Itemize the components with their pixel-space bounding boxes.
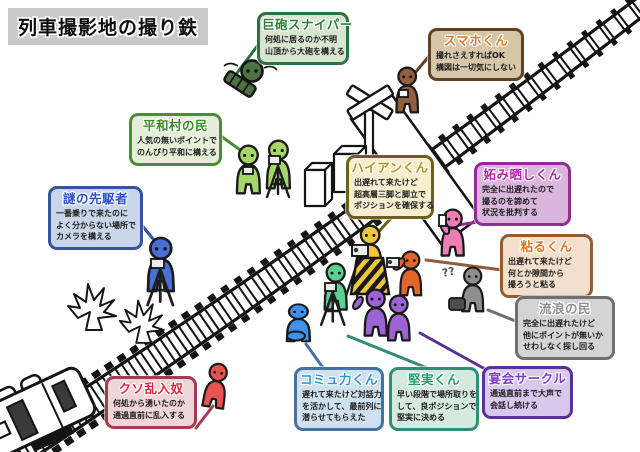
box-desc: 人気の無いポイントで のんびり平和に構える	[137, 136, 217, 157]
figure-peace-villagers	[235, 139, 292, 199]
box-header: 堅実くん	[407, 372, 460, 387]
label-box-peace-villagers: 平和村の民 人気の無いポイントで のんびり平和に構える	[129, 113, 222, 167]
box-header: 巨砲スナイパー	[262, 17, 353, 32]
figure-mystery-pioneer	[146, 236, 175, 307]
label-box-smartphone-kun: スマホくん 撮れさえすればOK 構図は一切気にしない	[428, 28, 524, 82]
box-desc: 完全に出遅れたので 撮るのを諦めて 状況を批判する	[482, 185, 554, 218]
box-header: ハイアンくん	[351, 160, 429, 175]
nomad-question-marks: ??	[441, 265, 456, 280]
box-header: 謎の先駆者	[62, 191, 128, 206]
figure-envy-critic	[438, 208, 465, 257]
figure-hian-kun-ladder	[344, 224, 391, 299]
figure-intruder	[201, 361, 232, 410]
box-desc: 通過直前まで大声で 会話し続ける	[490, 389, 562, 410]
label-box-communication-kun: コミュ力くん 遅れて来たけど対話力 を活かして、最前列に 潜らせてもらえた	[294, 367, 384, 432]
label-box-wandering-nomad: 流浪の民 完全に出遅れたけど 他にポイントが無いか せわしなく探し回る	[515, 296, 615, 361]
connector-heiwa	[216, 132, 245, 154]
box-header: 粘るくん	[520, 239, 573, 254]
box-header: 宴会サークル	[488, 371, 567, 386]
box-desc: 早い段階で場所取りを して、良ポジションで 堅実に決める	[397, 390, 477, 423]
figure-party-circle	[352, 288, 411, 342]
bushes	[67, 283, 165, 344]
connector-netami	[456, 220, 480, 227]
figure-steady-kun	[319, 262, 348, 326]
box-header: 平和村の民	[142, 118, 208, 133]
page-title: 列車撮影地の撮り鉄	[8, 8, 209, 45]
figure-persistent-kun	[386, 250, 423, 297]
label-box-envy-critic: 妬み晒しくん 完全に出遅れたので 撮るのを諦めて 状況を批判する	[474, 162, 571, 227]
connector-kenjitsu	[346, 334, 434, 372]
box-header: 流浪の民	[538, 301, 591, 316]
label-box-steady-kun: 堅実くん 早い段階で場所取りを して、良ポジションで 堅実に決める	[389, 367, 479, 432]
connector-nebaru	[424, 258, 504, 272]
box-desc: 出遅れて来たけど 超高層三脚と脚立で ポジションを確保する	[354, 178, 434, 211]
label-box-persistent-kun: 粘るくん 出遅れて来たけど 何とか隙間から 撮ろうと粘る	[500, 234, 593, 299]
box-desc: 遅れて来たけど対話力 を活かして、最前列に 潜らせてもらえた	[302, 390, 382, 423]
label-box-cannon-sniper: 巨砲スナイパー 何処に居るのか不明 山頂から大砲を構える	[257, 12, 353, 66]
box-header: 妬み晒しくん	[483, 167, 562, 182]
box-header: コミュ力くん	[299, 372, 378, 387]
connector-kyoho	[235, 43, 260, 75]
figure-smartphone-kun	[395, 66, 420, 114]
box-desc: 出遅れて来たけど 何とか隙間から 撮ろうと粘る	[508, 257, 572, 290]
figure-communication-kun	[285, 303, 312, 343]
label-box-party-circle: 宴会サークル 通過直前まで大声で 会話し続ける	[482, 366, 573, 420]
box-header: スマホくん	[443, 33, 509, 48]
figure-wandering-nomad: ??	[441, 265, 485, 313]
connector-enkai	[418, 331, 487, 371]
box-desc: 何処に居るのか不明 山頂から大砲を構える	[265, 35, 345, 56]
label-box-intruder: クソ乱入奴 何処から湧いたのか 通過直前に乱入する	[105, 376, 197, 430]
connector-kuso	[194, 404, 215, 430]
box-desc: 何処から湧いたのか 通過直前に乱入する	[113, 399, 185, 420]
label-box-mystery-pioneer: 謎の先駆者 一番乗りで来たのに よく分からない場所で カメラを構える	[48, 186, 143, 251]
label-box-hian-kun: ハイアンくん 出遅れて来たけど 超高層三脚と脚立で ポジションを確保する	[346, 155, 434, 220]
box-desc: 撮れさえすればOK 構図は一切気にしない	[436, 51, 516, 72]
box-desc: 完全に出遅れたけど 他にポイントが無いか せわしなく探し回る	[523, 319, 603, 352]
connector-sumaho	[412, 53, 432, 76]
connector-rurou	[486, 308, 520, 324]
box-desc: 一番乗りで来たのに よく分からない場所で カメラを構える	[56, 209, 136, 242]
train	[0, 366, 97, 452]
box-header: クソ乱入奴	[118, 381, 184, 396]
figure-cannon-sniper	[223, 59, 278, 98]
